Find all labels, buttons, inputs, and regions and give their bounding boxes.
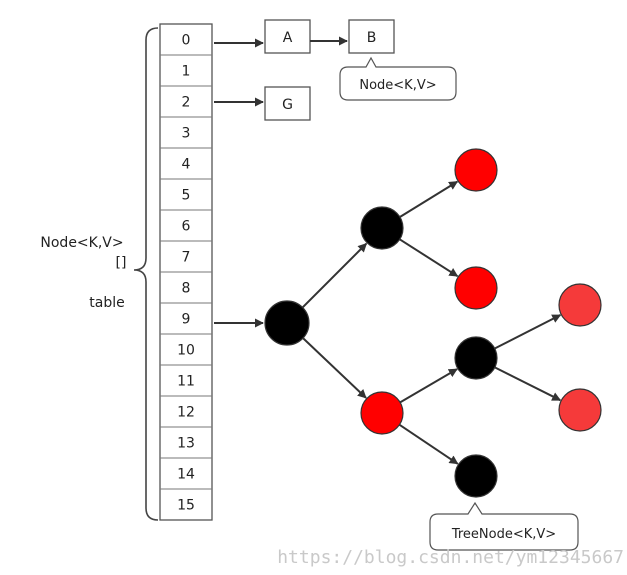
table-index-13: 13	[177, 436, 195, 452]
list-node-a	[264, 19, 311, 54]
tree-node-r3	[360, 391, 404, 435]
table-label-name: table	[89, 295, 124, 311]
table-brace	[133, 27, 159, 521]
list-node-g	[264, 86, 311, 121]
table-index-0: 0	[182, 33, 191, 49]
callout-treenode-text: TreeNode<K,V>	[451, 527, 556, 542]
table-index-11: 11	[177, 374, 195, 390]
tree-edge-root-b1	[301, 242, 368, 309]
table-index-10: 10	[177, 343, 195, 359]
tree-node-root	[264, 300, 310, 346]
tree-node-r2	[454, 266, 498, 310]
callout-treenode-bubble	[429, 501, 579, 551]
list-node-a-label: A	[283, 30, 293, 46]
table-index-7: 7	[182, 250, 191, 266]
table-index-15: 15	[177, 498, 195, 514]
table-index-1: 1	[182, 64, 191, 80]
table-index-5: 5	[182, 188, 191, 204]
tree-edge-b2-r4	[494, 314, 562, 350]
callout-node-text: Node<K,V>	[359, 78, 436, 93]
table-index-2: 2	[182, 95, 191, 111]
tree-edge-b2-r5	[494, 366, 562, 402]
tree-node-r4	[558, 283, 602, 327]
table-index-14: 14	[177, 467, 195, 483]
table-label-type: Node<K,V>	[40, 235, 123, 251]
list-node-g-label: G	[282, 97, 293, 113]
table-index-12: 12	[177, 405, 195, 421]
callout-node-bubble	[339, 56, 457, 101]
list-node-b	[348, 19, 395, 54]
tree-edges	[301, 180, 562, 465]
tree-node-r5	[558, 388, 602, 432]
table-label-brackets: []	[116, 255, 127, 271]
tree-edge-r3-b2	[399, 368, 458, 404]
tree-edge-b1-r2	[399, 238, 459, 278]
tree-node-b3	[454, 454, 498, 498]
tree-node-b1	[360, 206, 404, 250]
tree-edge-root-r3	[302, 337, 367, 399]
list-node-b-label: B	[367, 30, 377, 46]
tree-edge-r3-b3	[398, 423, 459, 465]
tree-edge-b1-r1	[399, 180, 459, 218]
watermark: https://blog.csdn.net/ym12345667	[277, 547, 624, 568]
table-index-9: 9	[182, 312, 191, 328]
table-index-3: 3	[182, 126, 191, 142]
table-index-4: 4	[182, 157, 191, 173]
table-index-6: 6	[182, 219, 191, 235]
tree-node-b2	[454, 336, 498, 380]
table-index-8: 8	[182, 281, 191, 297]
tree-node-r1	[454, 148, 498, 192]
tree-nodes	[264, 148, 602, 498]
